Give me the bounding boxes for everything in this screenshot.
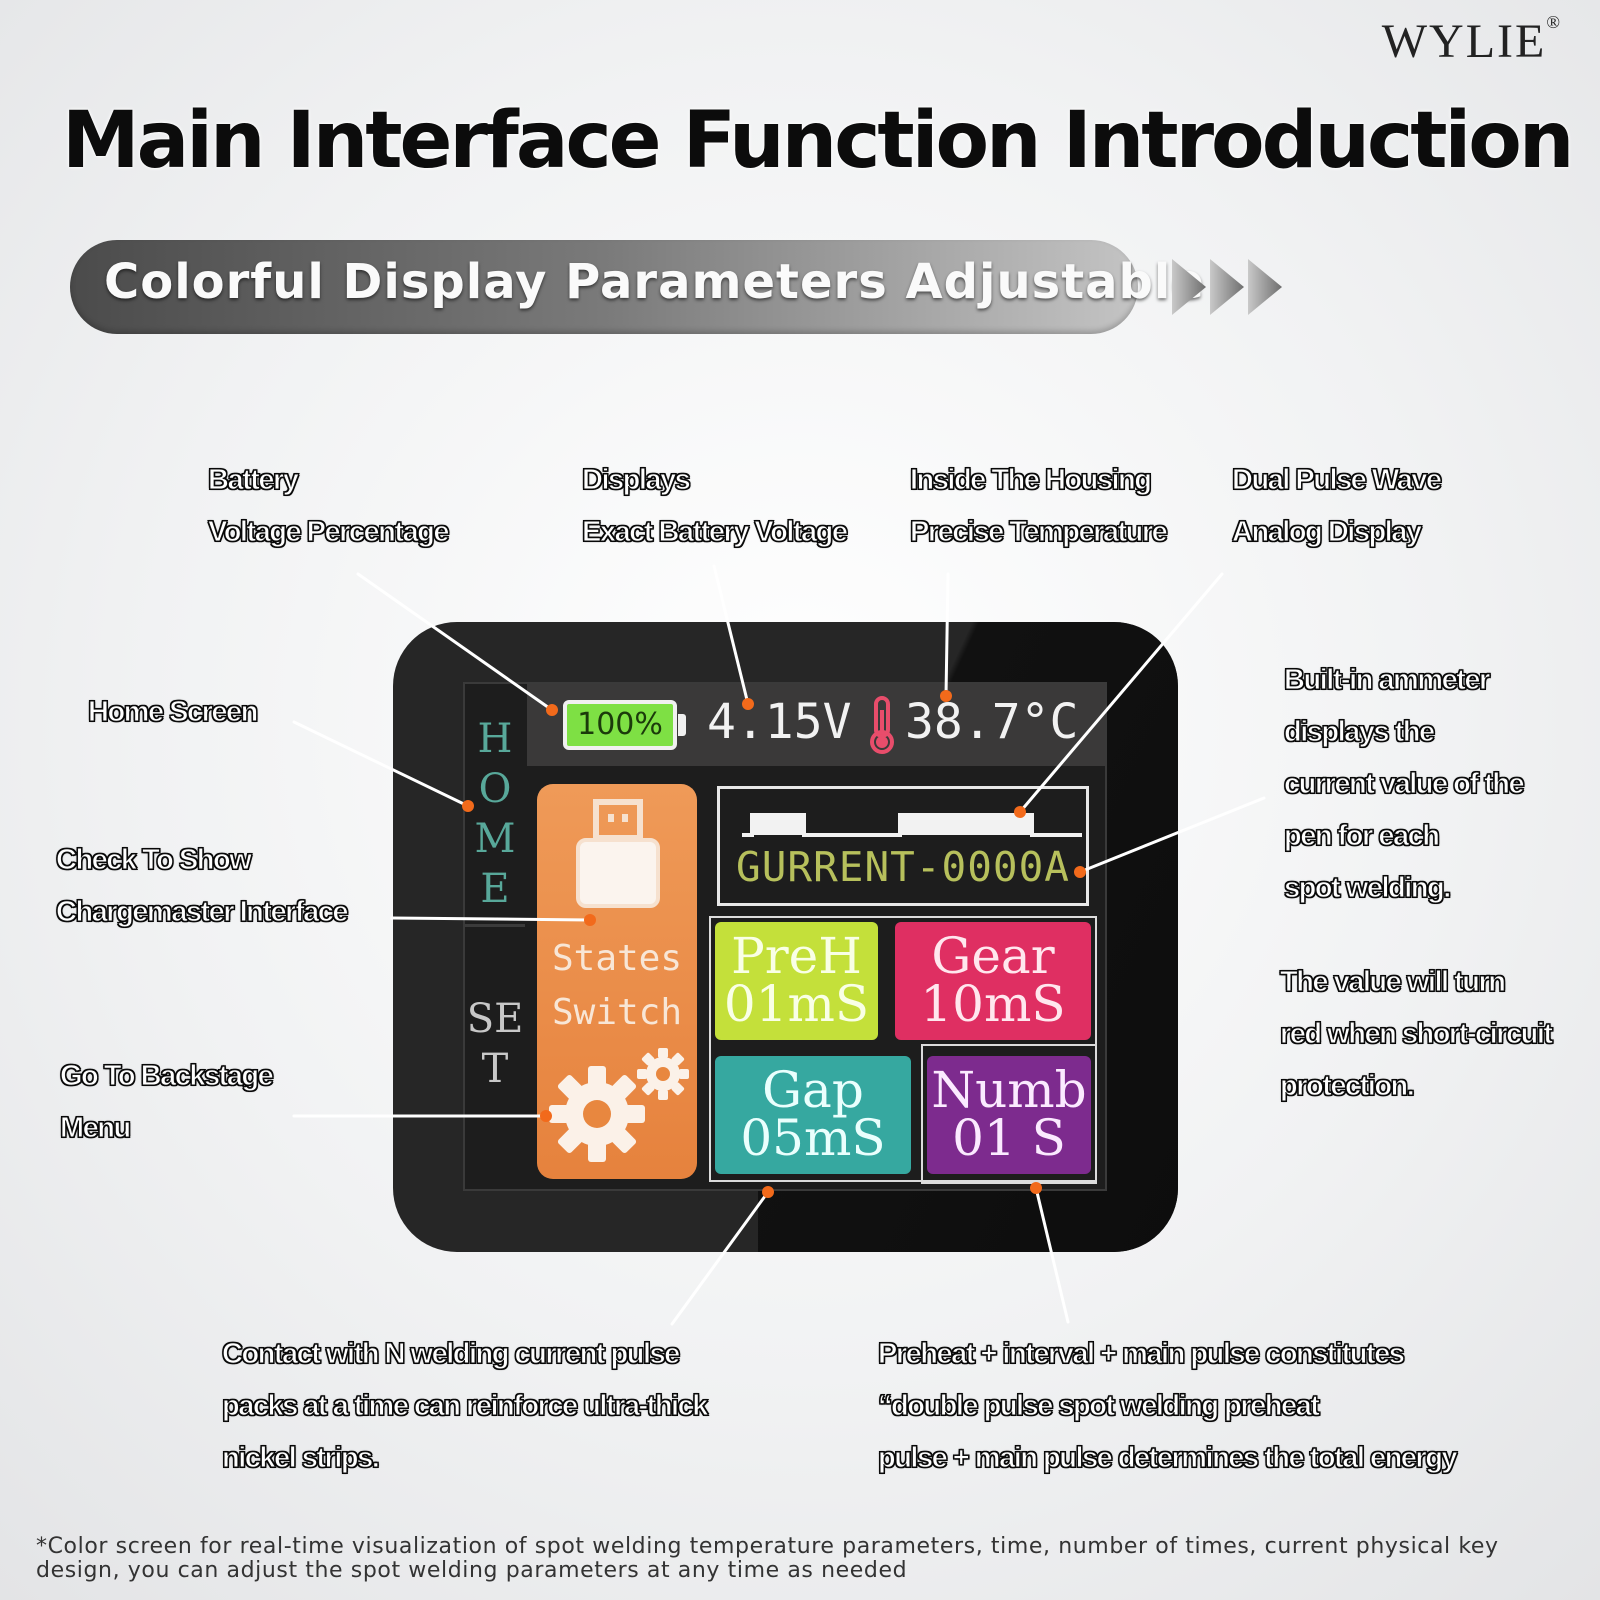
preheat-value: 01mS — [723, 975, 870, 1033]
battery-indicator: 100% — [563, 700, 677, 750]
sidebar-home-label: HOME — [474, 716, 516, 912]
gear-tile[interactable]: Gear 10mS — [895, 922, 1091, 1040]
preheat-label: PreH — [731, 927, 862, 985]
settings-gear-icon — [549, 1048, 689, 1162]
page-title: Main Interface Function Introduction — [62, 96, 1574, 186]
current-readout: GURRENT-0000A — [736, 843, 1070, 891]
numb-tile[interactable]: Numb 01 S — [927, 1056, 1091, 1174]
annotation-pulse-packs: Contact with N welding current pulse pac… — [222, 1338, 709, 1475]
annotation-backstage: Go To Backstage Menu — [59, 1060, 274, 1145]
pulse-wave-display: GURRENT-0000A — [717, 786, 1089, 906]
banner: Colorful Display Parameters Adjustable — [70, 240, 1205, 334]
usb-drive-icon — [576, 799, 660, 908]
sidebar-set-tab[interactable]: SET — [465, 954, 525, 1164]
numb-frame — [921, 1044, 1097, 1184]
battery-terminal — [678, 714, 686, 736]
annotation-ammeter: Built-in ammeter displays the current va… — [1283, 664, 1525, 905]
gap-label: Gap — [762, 1061, 864, 1119]
forward-arrows-icon — [1172, 259, 1282, 315]
annotation-battery: Battery Voltage Percentage — [207, 464, 450, 549]
double-pulse-waveform — [742, 813, 1082, 837]
annotation-voltage: Displays Exact Battery Voltage — [582, 464, 849, 549]
gap-tile[interactable]: Gap 05mS — [715, 1056, 911, 1174]
annotation-preheat: Preheat + interval + main pulse constitu… — [877, 1338, 1458, 1475]
annotation-wave: Dual Pulse Wave Analog Display — [1232, 464, 1443, 549]
annotation-temperature: Inside The Housing Precise Temperature — [909, 464, 1168, 549]
numb-label: Numb — [931, 1061, 1087, 1119]
status-bar: 100% 4.15V 38.7°C — [527, 684, 1105, 766]
gap-value: 05mS — [740, 1109, 886, 1167]
annotation-chargemaster: Check To Show Chargemaster Interface — [56, 844, 349, 929]
gear-label: Gear — [931, 927, 1055, 985]
sidebar-set-label: SET — [466, 996, 524, 1092]
voltage-readout: 4.15V — [707, 694, 852, 750]
temperature-readout: 38.7°C — [905, 694, 1079, 750]
brand-logo: WYLIE® — [1381, 12, 1562, 68]
footnote: *Color screen for real-time visualizatio… — [36, 1534, 1499, 1583]
banner-label: Colorful Display Parameters Adjustable — [104, 254, 1205, 310]
annotation-short-circuit: The value will turn red when short-circu… — [1280, 966, 1554, 1103]
preheat-tile[interactable]: PreH 01mS — [715, 922, 878, 1040]
states-switch-label: States Switch — [551, 938, 683, 1033]
welder-display: HOME SET 100% 4.15V 38.7°C — [393, 622, 1178, 1252]
lcd-screen: HOME SET 100% 4.15V 38.7°C — [463, 682, 1107, 1191]
gear-value: 10mS — [920, 975, 1066, 1033]
sidebar-home-tab[interactable]: HOME — [465, 714, 525, 927]
thermometer-icon — [870, 696, 894, 754]
annotation-home: Home Screen — [88, 696, 259, 729]
numb-value: 01 S — [952, 1109, 1066, 1167]
states-switch-button[interactable]: States Switch — [537, 784, 697, 1179]
